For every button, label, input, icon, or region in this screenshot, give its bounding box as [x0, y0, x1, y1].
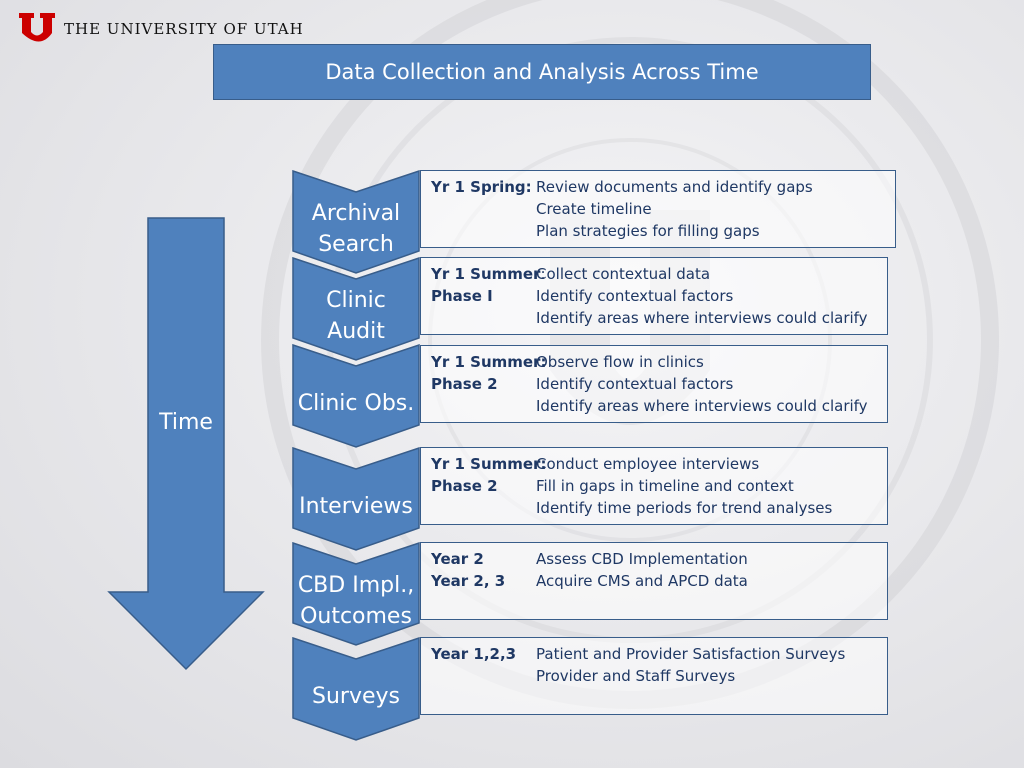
detail-period: Yr 1 Summer:: [431, 455, 547, 473]
stage-label-line: CBD Impl.,: [297, 573, 415, 598]
detail-period-colon: :: [540, 265, 546, 283]
stage-chevron: [292, 344, 420, 448]
detail-activity: Patient and Provider Satisfaction Survey…: [536, 645, 846, 663]
detail-activity: Conduct employee interviews: [536, 455, 760, 473]
detail-period: Year 2: [431, 550, 484, 568]
block-u-icon: [19, 13, 55, 42]
stage-label-line: Surveys: [312, 683, 400, 709]
time-label: Time: [159, 410, 213, 435]
detail-row: Phase 2 Identify contextual factors: [431, 373, 879, 395]
detail-activity: Fill in gaps in timeline and context: [536, 477, 794, 495]
detail-activity: Identify contextual factors: [536, 375, 734, 393]
detail-period: Phase 2: [431, 477, 498, 495]
stage-label-line: Interviews: [299, 493, 413, 519]
stage-label-line: Clinic Obs.: [297, 390, 415, 416]
stage-detail-box: Yr 1 Spring:Review documents and identif…: [420, 170, 896, 248]
detail-row: Year 2 Assess CBD Implementation: [431, 548, 879, 570]
detail-row: Yr 1 Spring:Review documents and identif…: [431, 176, 887, 198]
detail-row: Identify areas where interviews could cl…: [431, 395, 879, 417]
university-logo: THE UNIVERSITY OF UTAH: [18, 12, 304, 46]
stage-label: Surveys: [292, 681, 420, 712]
stage-label: Interviews: [292, 491, 420, 522]
slide-title-text: Data Collection and Analysis Across Time: [325, 60, 759, 84]
detail-activity: Identify areas where interviews could cl…: [536, 397, 868, 415]
time-down-arrow: [107, 217, 265, 671]
detail-period: Phase 2: [431, 375, 498, 393]
slide-title: Data Collection and Analysis Across Time: [213, 44, 871, 100]
detail-row: Yr 1 Summer:Observe flow in clinics: [431, 351, 879, 373]
detail-activity: Collect contextual data: [536, 265, 711, 283]
detail-row: Phase I Identify contextual factors: [431, 285, 879, 307]
detail-activity: Identify areas where interviews could cl…: [536, 309, 868, 327]
detail-row: Yr 1 Summer:Conduct employee interviews: [431, 453, 879, 475]
detail-activity: Observe flow in clinics: [536, 353, 704, 371]
detail-activity: Identify contextual factors: [536, 287, 734, 305]
detail-row: Plan strategies for filling gaps: [431, 220, 887, 242]
stage-label: CBD Impl., Outcomes: [292, 570, 420, 632]
university-name: THE UNIVERSITY OF UTAH: [64, 20, 304, 38]
detail-activity: Provider and Staff Surveys: [536, 667, 736, 685]
detail-period: Yr 1 Spring:: [431, 178, 532, 196]
stage-chevron: [292, 257, 420, 361]
detail-activity: Create timeline: [536, 200, 652, 218]
stage-chevron: [292, 542, 420, 646]
stage-detail-box: Year 1,2,3 Patient and Provider Satisfact…: [420, 637, 888, 715]
detail-row: Yr 1 Summer:Collect contextual data: [431, 263, 879, 285]
stage-chevron: [292, 170, 420, 274]
detail-row: Provider and Staff Surveys: [431, 665, 879, 687]
detail-period: Yr 1 Summer:: [431, 265, 546, 283]
stage-label-line: Search: [318, 232, 394, 257]
stage-label-line: Archival: [311, 201, 401, 226]
detail-activity: Identify time periods for trend analyses: [536, 499, 833, 517]
detail-row: Identify areas where interviews could cl…: [431, 307, 879, 329]
detail-period: Year 2, 3: [431, 572, 506, 590]
detail-row: Year 1,2,3 Patient and Provider Satisfact…: [431, 643, 879, 665]
detail-row: Create timeline: [431, 198, 887, 220]
detail-activity: Assess CBD Implementation: [536, 550, 748, 568]
detail-activity: Plan strategies for filling gaps: [536, 222, 760, 240]
detail-activity: Review documents and identify gaps: [536, 178, 813, 196]
stage-label-line: Audit: [327, 319, 385, 344]
stage-label: Clinic Obs.: [292, 388, 420, 419]
detail-row: Identify time periods for trend analyses: [431, 497, 879, 519]
stage-label-line: Clinic: [326, 288, 386, 313]
detail-row: Phase 2 Fill in gaps in timeline and cont…: [431, 475, 879, 497]
detail-period: Yr 1 Summer:: [431, 353, 547, 371]
detail-period: Phase I: [431, 287, 493, 305]
stage-chevron: [292, 637, 420, 741]
stage-chevron: [292, 447, 420, 551]
stage-label-line: Outcomes: [300, 604, 412, 629]
detail-period: Year 1,2,3: [431, 645, 517, 663]
detail-row: Year 2, 3 Acquire CMS and APCD data: [431, 570, 879, 592]
detail-activity: Acquire CMS and APCD data: [536, 572, 748, 590]
